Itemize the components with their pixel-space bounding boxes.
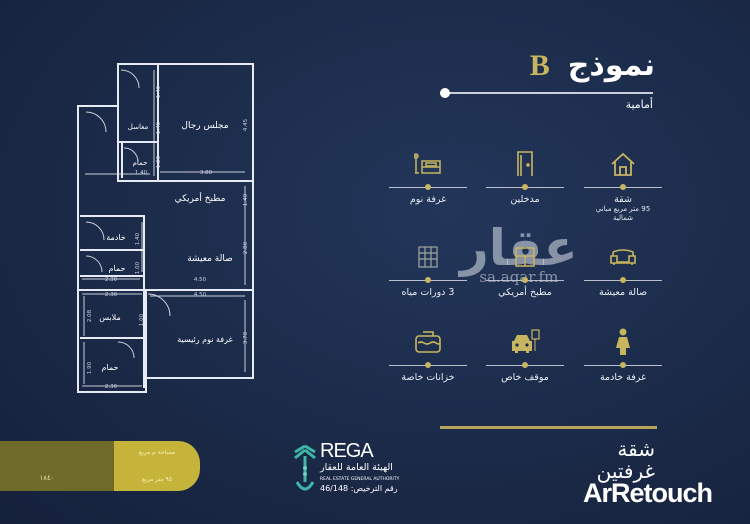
rega-name: REGA: [320, 440, 374, 462]
kitchen-icon: [480, 243, 570, 271]
feature-kitchen: مطبخ أمريكي: [480, 243, 570, 298]
feature-entrances: مدخلين: [480, 150, 570, 205]
bed-icon: [383, 150, 473, 178]
dimension-label: 2.80: [243, 241, 249, 254]
dimension-label: 1.00: [135, 261, 141, 274]
dimension-label: 1.00: [139, 313, 145, 326]
model-title: نموذج B: [530, 48, 655, 83]
dimension-label: 2.30: [105, 292, 118, 298]
outer-wall: [77, 63, 254, 393]
room-label: حمام: [109, 264, 126, 273]
feature-label: خزانات خاصة: [401, 372, 455, 383]
water-tank-icon: [383, 328, 473, 356]
rega-emblem-icon: [294, 444, 316, 491]
room-label: ملابس: [99, 313, 120, 322]
bathroom-icon: [383, 243, 473, 271]
rega-english: REAL ESTATE GENERAL AUTHORITY: [320, 477, 400, 482]
dimension-label: 4.50: [194, 292, 207, 298]
dimension-label: 1.20: [156, 155, 162, 168]
price-badge: ١٨٤٠ مساحة م مربع ٩٥ متر مربع: [0, 441, 200, 491]
door-icon: [480, 150, 570, 178]
feature-label: مطبخ أمريكي: [498, 287, 552, 298]
room-label: غرفة نوم رئيسية: [177, 335, 232, 344]
feature-label: صالة معيشة: [598, 287, 648, 298]
watermark-url: sa.aqar.fm: [479, 268, 559, 286]
house-icon: [578, 150, 668, 178]
dimension-label: 1.40: [135, 232, 141, 245]
rega-logo: REGA الهيئة العامة للعقار REAL ESTATE GE…: [292, 440, 432, 502]
room-label: مطبخ أمريكي: [175, 192, 226, 204]
feature-label: موقف خاص: [501, 372, 549, 383]
retouch-watermark: ArRetouch: [583, 478, 713, 508]
model-word: نموذج: [567, 48, 655, 83]
dimension-label: 1.40: [156, 85, 162, 98]
price-badge-bottom: ٩٥ متر مربع: [142, 476, 172, 483]
gold-divider: [440, 426, 657, 429]
dimension-label: 2.30: [105, 277, 118, 283]
price-badge-top: مساحة م مربع: [138, 449, 176, 456]
price-badge-left: ١٨٤٠: [0, 441, 114, 491]
feature-label: مدخلين: [510, 194, 540, 205]
title-divider: [446, 92, 653, 94]
dimension-label: 1.40: [243, 193, 249, 206]
feature-label: غرفة خادمة: [599, 372, 647, 383]
apartment-line1: شقة: [617, 437, 655, 461]
dimension-label: 3.70: [243, 331, 249, 344]
dimension-label: 4.45: [243, 118, 249, 131]
apartment-line2: غرفتين: [596, 459, 655, 483]
feature-living-room: صالة معيشة: [578, 243, 668, 298]
dimension-label: 1.40: [135, 170, 148, 176]
room-label: خادمة: [106, 233, 126, 242]
parking-icon: [480, 328, 570, 356]
feature-bedroom: غرفة نوم: [383, 150, 473, 205]
majlis-wall: [117, 64, 253, 182]
sofa-icon: [578, 243, 668, 271]
dimension-label: 2.30: [105, 384, 118, 390]
apartment-type: شقة غرفتين: [597, 438, 655, 482]
room-label: حمام: [133, 159, 148, 167]
rega-arabic: الهيئة العامة للعقار: [320, 462, 393, 473]
feature-label: غرفة نوم: [409, 194, 447, 205]
dimension-label: 1.90: [87, 361, 93, 374]
room-label: مغاسل: [128, 123, 149, 131]
dimension-label: 4.50: [194, 277, 207, 283]
maid-icon: [578, 328, 668, 356]
floor-plan: مجلس رجال مغاسل حمام مطبخ أمريكي خادمة ص…: [77, 63, 254, 393]
feature-apartment: شقة 95 متر مربع مباني شمالية: [578, 150, 668, 223]
room-label: مجلس رجال: [181, 121, 228, 131]
feature-label: 3 دورات مياه: [401, 287, 455, 298]
feature-water-tanks: خزانات خاصة: [383, 328, 473, 383]
room-label: حمام: [102, 363, 119, 372]
facing-label: أمامية: [625, 98, 653, 111]
dimension-label: 2.08: [87, 309, 93, 322]
feature-bathrooms: 3 دورات مياه: [383, 243, 473, 298]
model-letter: B: [529, 49, 550, 82]
license-number: رقم الترخيص: 46/148: [320, 484, 398, 493]
feature-parking: موقف خاص: [480, 328, 570, 383]
room-label: صالة معيشة: [187, 254, 233, 264]
feature-label: شقة: [614, 194, 632, 205]
feature-sub: 95 متر مربع مباني: [595, 205, 651, 213]
feature-sub: شمالية: [612, 214, 634, 222]
dimension-label: 1.45: [156, 121, 162, 134]
feature-maid-room: غرفة خادمة: [578, 328, 668, 383]
divider-dot: [440, 88, 450, 98]
dimension-label: 3.80: [200, 170, 213, 176]
